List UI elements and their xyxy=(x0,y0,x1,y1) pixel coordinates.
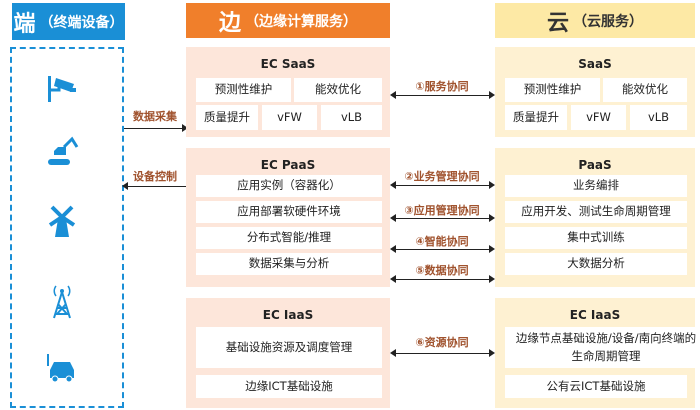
device-control-label: 设备控制 xyxy=(133,170,177,183)
cloud-header-title: 云 xyxy=(546,10,569,36)
device-header-subtitle: （终端设备） xyxy=(39,14,124,31)
intelligence-collab-label: ④智能协同 xyxy=(415,235,469,248)
cloud-paas-title: PaaS xyxy=(578,158,612,172)
edge-iaas-item: 基础设施资源及调度管理 xyxy=(196,327,382,368)
cloud-paas-item: 业务编排 xyxy=(505,175,687,197)
cloud-column-header: 云（云服务） xyxy=(495,3,695,38)
camera-icon xyxy=(42,70,82,106)
device-group-box xyxy=(10,47,124,408)
intelligence-collab-arrow xyxy=(390,245,495,253)
cloud-saas-item: 质量提升 xyxy=(505,105,567,130)
edge-header-title: 边 xyxy=(218,10,241,36)
edge-paas-title: EC PaaS xyxy=(260,158,316,172)
cloud-saas-title: SaaS xyxy=(578,57,612,71)
windmill-icon xyxy=(42,203,82,239)
device-header-title: 端 xyxy=(13,11,36,37)
edge-paas-item: 分布式智能/推理 xyxy=(196,227,382,249)
cloud-saas-item: vFW xyxy=(571,105,626,130)
cloud-iaas-item: 公有云ICT基础设施 xyxy=(505,375,687,398)
cloud-paas-item: 大数据分析 xyxy=(505,253,687,275)
cloud-iaas-title: EC IaaS xyxy=(569,308,621,322)
data-collection-label: 数据采集 xyxy=(133,110,177,123)
cloud-paas-panel: PaaS 业务编排 应用开发、测试生命周期管理 集中式训练 大数据分析 xyxy=(495,148,695,287)
edge-iaas-title: EC IaaS xyxy=(262,308,314,322)
cloud-iaas-panel: EC IaaS 边缘节点基础设施/设备/南向终端的生命周期管理 公有云ICT基础… xyxy=(495,298,700,408)
cloud-header-subtitle: （云服务） xyxy=(573,13,643,30)
edge-paas-item: 应用部署软硬件环境 xyxy=(196,201,382,223)
cloud-paas-item: 应用开发、测试生命周期管理 xyxy=(505,201,687,223)
edge-paas-item: 应用实例（容器化） xyxy=(196,175,382,197)
electric-car-icon xyxy=(42,350,82,386)
cloud-saas-panel: SaaS 预测性维护 能效优化 质量提升 vFW vLB xyxy=(495,47,695,137)
edge-saas-item: 质量提升 xyxy=(196,105,258,130)
edge-saas-panel: EC SaaS 预测性维护 能效优化 质量提升 vFW vLB xyxy=(186,47,390,137)
edge-saas-item: vLB xyxy=(321,105,382,130)
app-mgmt-collab-label: ③应用管理协同 xyxy=(404,204,480,217)
device-control-arrow xyxy=(122,182,186,190)
service-collab-arrow xyxy=(390,91,495,99)
edge-column-header: 边（边缘计算服务） xyxy=(186,3,390,38)
edge-paas-panel: EC PaaS 应用实例（容器化） 应用部署软硬件环境 分布式智能/推理 数据采… xyxy=(186,148,390,287)
cloud-saas-item: vLB xyxy=(630,105,687,130)
resource-collab-label: ⑥资源协同 xyxy=(415,336,469,349)
business-mgmt-collab-label: ②业务管理协同 xyxy=(404,170,480,183)
edge-header-subtitle: （边缘计算服务） xyxy=(245,13,357,30)
edge-iaas-panel: EC IaaS 基础设施资源及调度管理 边缘ICT基础设施 xyxy=(186,298,390,408)
edge-saas-item: 预测性维护 xyxy=(196,78,291,102)
resource-collab-arrow xyxy=(390,349,495,357)
cloud-saas-item: 预测性维护 xyxy=(505,78,600,102)
cloud-paas-item: 集中式训练 xyxy=(505,227,687,249)
data-collection-arrow xyxy=(124,124,188,132)
edge-saas-item: vFW xyxy=(262,105,317,130)
app-mgmt-collab-arrow xyxy=(390,214,495,222)
data-collab-arrow xyxy=(390,275,495,283)
cloud-iaas-item: 边缘节点基础设施/设备/南向终端的生命周期管理 xyxy=(505,327,700,368)
edge-paas-item: 数据采集与分析 xyxy=(196,253,382,275)
excavator-icon xyxy=(42,133,82,169)
device-column-header: 端（终端设备） xyxy=(12,3,125,40)
edge-saas-title: EC SaaS xyxy=(260,57,316,71)
data-collab-label: ⑤数据协同 xyxy=(415,264,469,277)
service-collab-label: ①服务协同 xyxy=(415,80,469,93)
edge-iaas-item: 边缘ICT基础设施 xyxy=(196,375,382,398)
edge-saas-item: 能效优化 xyxy=(294,78,382,102)
business-mgmt-collab-arrow xyxy=(390,181,495,189)
cell-tower-icon xyxy=(42,284,82,320)
cloud-saas-item: 能效优化 xyxy=(603,78,687,102)
